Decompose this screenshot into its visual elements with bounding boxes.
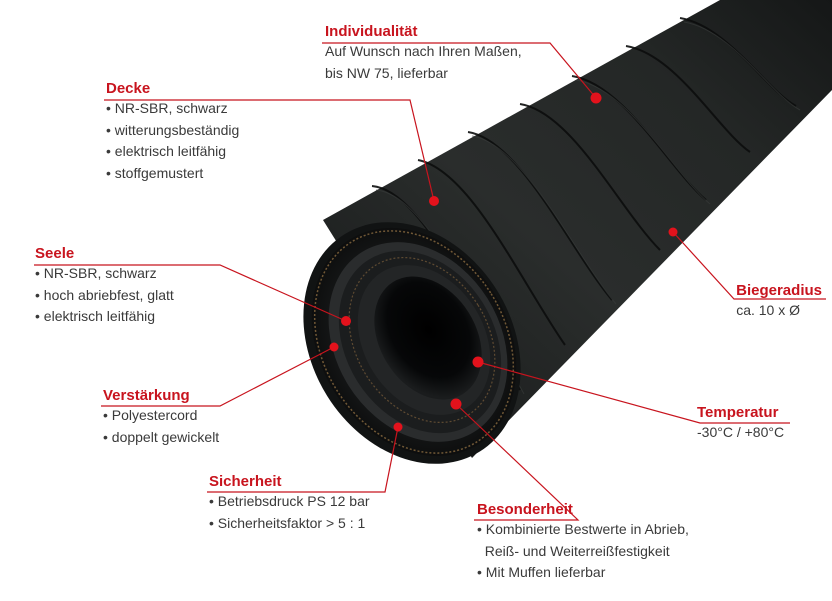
callout-line: -30°C / +80°C bbox=[697, 424, 785, 440]
hose-end-face bbox=[303, 222, 521, 464]
marker-individualitaet bbox=[590, 92, 602, 104]
callout-title: Besonderheit bbox=[477, 501, 573, 518]
callout-line: • elektrisch leitfähig bbox=[106, 143, 227, 159]
callout-markers bbox=[329, 92, 678, 432]
callout-line: • Kombinierte Bestwerte in Abrieb, bbox=[477, 521, 689, 537]
callout-title: Decke bbox=[106, 80, 151, 97]
callout-besonderheit: Besonderheit • Kombinierte Bestwerte in … bbox=[477, 501, 689, 584]
callout-line: • stoffgemustert bbox=[106, 164, 204, 181]
marker-temperatur bbox=[472, 356, 484, 368]
marker-seele bbox=[341, 316, 351, 326]
callout-line: • doppelt gewickelt bbox=[103, 428, 220, 445]
callout-title: Verstärkung bbox=[103, 387, 190, 404]
callout-decke: Decke • NR-SBR, schwarz • witterungsbest… bbox=[106, 80, 239, 184]
marker-besonderheit bbox=[450, 398, 462, 410]
callout-line: bis NW 75, lieferbar bbox=[325, 64, 448, 81]
marker-sicherheit bbox=[393, 422, 403, 432]
callout-line: ca. 10 x Ø bbox=[736, 302, 800, 318]
callout-title: Biegeradius bbox=[736, 282, 822, 299]
callout-individualitaet: Individualität Auf Wunsch nach Ihren Maß… bbox=[325, 23, 522, 84]
marker-decke bbox=[429, 196, 439, 206]
marker-biegeradius bbox=[668, 227, 678, 237]
marker-verstaerkung bbox=[329, 342, 339, 352]
callout-line: • Polyestercord bbox=[103, 407, 198, 423]
leader-biegeradius bbox=[672, 231, 826, 300]
callout-title: Seele bbox=[35, 245, 75, 262]
leader-lines bbox=[34, 42, 826, 521]
callout-line: • Betriebsdruck PS 12 bar bbox=[209, 493, 370, 509]
leader-decke bbox=[104, 99, 435, 202]
callout-title: Sicherheit bbox=[209, 473, 282, 490]
callout-seele: Seele • NR-SBR, schwarz • hoch abriebfes… bbox=[35, 245, 174, 328]
callout-line: Auf Wunsch nach Ihren Maßen, bbox=[325, 43, 522, 59]
leader-besonderheit bbox=[455, 403, 580, 521]
leader-sicherheit bbox=[207, 426, 399, 493]
leader-verstaerkung bbox=[101, 346, 335, 407]
callout-line: • Sicherheitsfaktor > 5 : 1 bbox=[209, 514, 366, 531]
callout-line: • Mit Muffen lieferbar bbox=[477, 564, 606, 580]
callout-title: Individualität bbox=[325, 23, 418, 40]
callout-line: • witterungsbeständig bbox=[106, 121, 240, 138]
leader-seele bbox=[34, 264, 347, 322]
callout-line: • elektrisch leitfähig bbox=[35, 308, 156, 324]
callout-line: Reiß- und Weiterreißfestigkeit bbox=[477, 542, 670, 559]
callout-line: • hoch abriebfest, glatt bbox=[35, 286, 174, 303]
callout-biegeradius: Biegeradius ca. 10 x Ø bbox=[702, 282, 822, 322]
leader-individualitaet bbox=[322, 42, 597, 99]
leader-temperatur bbox=[477, 361, 790, 424]
callout-line: • NR-SBR, schwarz bbox=[35, 265, 157, 281]
callout-sicherheit: Sicherheit • Betriebsdruck PS 12 bar • S… bbox=[209, 473, 370, 534]
callout-line: • NR-SBR, schwarz bbox=[106, 100, 228, 116]
callout-title: Temperatur bbox=[697, 404, 779, 421]
callout-verstaerkung: Verstärkung • Polyestercord • doppelt ge… bbox=[103, 387, 219, 448]
callout-temperatur: Temperatur -30°C / +80°C bbox=[697, 404, 784, 444]
